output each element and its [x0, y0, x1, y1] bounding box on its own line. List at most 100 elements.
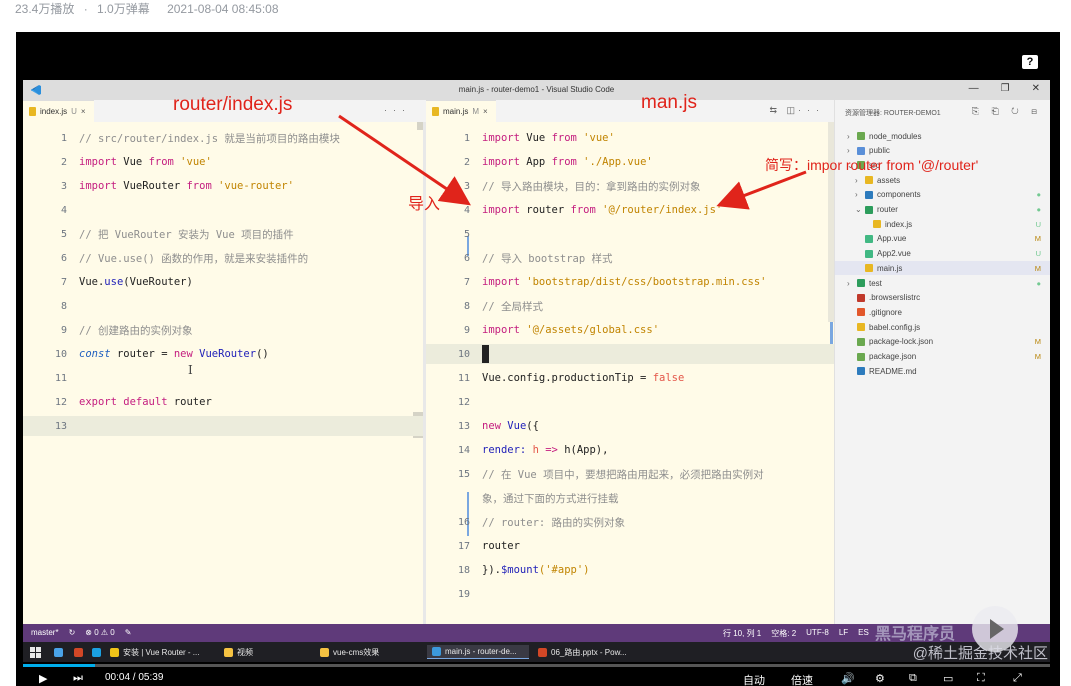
minimize-icon[interactable]: — [968, 83, 979, 94]
close-icon[interactable]: ✕ [1031, 83, 1040, 94]
code-line[interactable]: 19 [426, 584, 834, 604]
chevron-right-icon[interactable]: › [855, 190, 858, 200]
file-encoding[interactable]: UTF-8 [806, 628, 829, 637]
editor-scrollbar[interactable] [828, 122, 834, 322]
speed-button[interactable]: 倍速 [791, 675, 813, 686]
volume-icon[interactable]: 🔊 [841, 673, 855, 685]
widescreen-icon[interactable]: ▭ [943, 673, 954, 685]
code-line[interactable]: 1// src/router/index.js 就是当前项目的路由模块 [23, 128, 423, 148]
code-line[interactable]: 象，通过下面的方式进行挂载 [426, 488, 834, 508]
tree-item[interactable]: babel.config.js [835, 320, 1050, 334]
code-line[interactable]: 6// Vue.use() 函数的作用，就是来安装插件的 [23, 248, 423, 268]
code-line[interactable]: 15 // 在 Vue 项目中，要想把路由用起来，必须把路由实例对 [426, 464, 834, 484]
taskbar-item[interactable] [49, 645, 68, 659]
code-line[interactable]: 8 [23, 296, 423, 316]
settings-icon[interactable]: ⚙ [875, 673, 885, 685]
code-line[interactable]: 5// 把 VueRouter 安装为 Vue 项目的插件 [23, 224, 423, 244]
taskbar-item[interactable]: 安装 | Vue Router - ... [105, 645, 213, 659]
chevron-down-icon[interactable]: ⌄ [847, 160, 854, 170]
tree-item[interactable]: .browserslistrc [835, 291, 1050, 305]
start-button[interactable] [25, 645, 46, 659]
indent-setting[interactable]: 空格: 2 [771, 629, 797, 638]
code-line[interactable]: 16 // router: 路由的实例对象 [426, 512, 834, 532]
tree-item[interactable]: ›test● [835, 276, 1050, 290]
code-line[interactable]: 8// 全局样式 [426, 296, 834, 316]
tree-item[interactable]: ⌄src [835, 158, 1050, 172]
web-fullscreen-icon[interactable]: ⛶ [977, 672, 985, 684]
code-line[interactable]: 18}).$mount('#app') [426, 560, 834, 580]
editor-more-icon[interactable]: ··· [798, 105, 825, 115]
problems-indicator[interactable]: ⊗ 0 ⚠ 0 [85, 628, 115, 637]
taskbar-item[interactable] [69, 645, 88, 659]
code-line[interactable]: 4 [23, 200, 423, 220]
code-line[interactable]: 11 [23, 368, 423, 388]
code-line[interactable]: 6// 导入 bootstrap 样式 [426, 248, 834, 268]
edit-icon[interactable]: ✎ [124, 628, 132, 637]
chevron-right-icon[interactable]: › [847, 278, 850, 288]
tab-close-icon[interactable]: × [80, 107, 86, 116]
fullscreen-icon[interactable]: ⤢ [1013, 672, 1022, 684]
editor-more-icon[interactable]: ··· [384, 105, 411, 115]
help-icon[interactable]: ? [1022, 55, 1038, 69]
chevron-right-icon[interactable]: › [847, 131, 850, 141]
tree-item[interactable]: ›components● [835, 188, 1050, 202]
code-line[interactable]: 17 router [426, 536, 834, 556]
taskbar-item[interactable]: 06_路由.pptx - Pow... [533, 645, 641, 659]
taskbar-item[interactable] [87, 645, 106, 659]
code-line[interactable]: 14 render: h => h(App), [426, 440, 834, 460]
video-progress-bar[interactable] [23, 664, 1050, 667]
explorer-toolbar-icons[interactable]: ⎘ ⎗ ↻ ⊟ [971, 106, 1042, 116]
line-ending[interactable]: LF [838, 628, 849, 637]
git-branch[interactable]: master* [31, 628, 59, 637]
language-mode[interactable]: ES [858, 628, 869, 637]
code-line[interactable]: 5 [426, 224, 834, 244]
taskbar-item[interactable]: vue-cms效果 [315, 645, 423, 659]
next-button[interactable]: ⏭ [73, 672, 83, 684]
quality-button[interactable]: 自动 [743, 675, 765, 686]
tab-main-js[interactable]: main.js M × [426, 100, 496, 122]
sync-icon[interactable]: ↻ [68, 628, 76, 637]
tab-close-icon[interactable]: × [483, 107, 488, 116]
chevron-down-icon[interactable]: ⌄ [855, 205, 862, 214]
tree-item[interactable]: ›node_modules [835, 129, 1050, 143]
tree-item[interactable]: ›assets [835, 173, 1050, 187]
pip-icon[interactable]: ⧉ [909, 672, 917, 684]
tree-item[interactable]: .gitignore [835, 305, 1050, 319]
code-line[interactable]: 12 [426, 392, 834, 412]
taskbar-item[interactable]: main.js - router-de... [427, 645, 529, 659]
tree-item[interactable]: README.md [835, 364, 1050, 378]
code-line[interactable]: 3// 导入路由模块，目的：拿到路由的实例对象 [426, 176, 834, 196]
code-line[interactable]: 13 [23, 416, 423, 436]
compare-changes-icon[interactable]: ⇆ [769, 105, 783, 115]
code-line[interactable]: 10 [426, 344, 834, 364]
tree-item[interactable]: ›public [835, 144, 1050, 158]
taskbar-item[interactable]: 视频 [219, 645, 311, 659]
editor-split-divider[interactable] [423, 122, 426, 624]
play-button[interactable]: ▶ [39, 673, 48, 685]
maximize-icon[interactable]: ❐ [1000, 83, 1010, 94]
cursor-position[interactable]: 行 10, 列 1 [723, 629, 762, 638]
video-player[interactable]: ? main.js - router-demo1 - Visual Studio… [16, 32, 1060, 686]
tree-item[interactable]: ⌄router● [835, 203, 1050, 217]
chevron-right-icon[interactable]: › [847, 146, 850, 156]
